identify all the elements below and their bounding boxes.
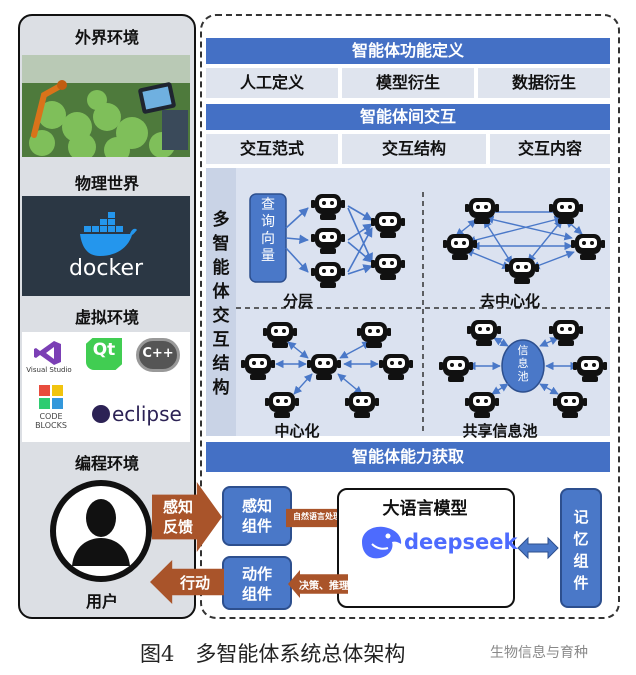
- decentralized-label: 去中心化: [479, 292, 540, 310]
- decision-label: 决策、推理: [299, 581, 349, 592]
- robot-icon: [371, 212, 405, 238]
- multi-agent-system-frame: [200, 14, 620, 619]
- virtual-env-label: 虚拟环境: [74, 308, 139, 327]
- info-pool-ellipse: [501, 339, 545, 393]
- qt-icon: [86, 338, 122, 370]
- robot-icon: [467, 320, 501, 346]
- shared-pool-label: 共享信息池: [462, 422, 538, 440]
- robot-icon: [553, 392, 587, 418]
- robot-icon: [357, 322, 391, 348]
- info-pool-label: 信息池: [517, 344, 529, 383]
- capability-header: 智能体能力获取: [206, 442, 610, 472]
- perception-feedback-label: 感知反馈: [162, 498, 193, 536]
- watermark-text: 生物信息与育种: [490, 645, 588, 661]
- deepseek-logo-text: deepseek: [404, 530, 518, 554]
- centralized-label: 中心化: [274, 422, 320, 440]
- robot-icon: [505, 258, 539, 284]
- decision-arrow: [288, 570, 348, 598]
- cpp-label: C++: [142, 346, 174, 361]
- multi-agent-structure-label: 多智能体交互结构: [212, 210, 230, 398]
- human-def-cell: 人工定义: [206, 68, 338, 98]
- robot-icon: [307, 354, 341, 380]
- robot-icon: [573, 356, 607, 382]
- structure-cell: 交互结构: [342, 134, 486, 164]
- visual-studio-icon: [34, 341, 61, 365]
- data-derived-cell: 数据衍生: [478, 68, 610, 98]
- structure-side-label-bg: [206, 168, 236, 436]
- layered-label: 分层: [282, 292, 313, 310]
- robot-icon: [571, 234, 605, 260]
- user-avatar-icon: [50, 480, 152, 582]
- perception-component-box: 感知组件: [222, 486, 292, 546]
- robot-icon: [443, 234, 477, 260]
- nlp-label: 自然语言处理: [293, 511, 341, 521]
- user-label: 用户: [85, 592, 118, 611]
- memory-component-box: 记忆组件: [560, 488, 602, 608]
- visual-studio-label: Visual Studio: [26, 366, 72, 374]
- deepseek-whale-icon: [362, 526, 402, 559]
- docker-text: docker: [68, 256, 144, 281]
- robot-icon: [265, 392, 299, 418]
- robot-icon: [549, 320, 583, 346]
- programming-env-label: 编程环境: [74, 454, 139, 473]
- llm-title: 大语言模型: [382, 499, 468, 519]
- interaction-header: 智能体间交互: [206, 104, 610, 130]
- robot-icon: [371, 254, 405, 280]
- robot-icon: [345, 392, 379, 418]
- code-blocks-icon: [39, 385, 63, 409]
- external-env-label: 外界环境: [74, 28, 139, 47]
- eclipse-icon: [92, 405, 110, 423]
- query-vector-label: 查询向量: [261, 197, 275, 264]
- llm-memory-double-arrow: [517, 536, 559, 560]
- robot-icon: [465, 392, 499, 418]
- action-label: 行动: [179, 574, 210, 592]
- physical-world-label: 物理世界: [74, 174, 139, 193]
- figure-caption: 图4 多智能体系统总体架构: [140, 642, 406, 666]
- robot-icon: [439, 356, 473, 382]
- robot-icon: [241, 354, 275, 380]
- qt-label: Qt: [92, 340, 116, 360]
- paradigm-cell: 交互范式: [206, 134, 338, 164]
- robot-icon: [263, 322, 297, 348]
- func-def-header: 智能体功能定义: [206, 38, 610, 64]
- action-component-box: 动作组件: [222, 556, 292, 610]
- docker-whale-icon: [80, 212, 137, 256]
- robot-icon: [311, 228, 345, 254]
- model-derived-cell: 模型衍生: [342, 68, 474, 98]
- code-blocks-label: CODE BLOCKS: [35, 412, 67, 430]
- robot-icon: [311, 194, 345, 220]
- cpp-icon: [136, 338, 180, 372]
- greenhouse-robot-image: [22, 55, 190, 157]
- content-cell: 交互内容: [490, 134, 610, 164]
- robot-icon: [311, 262, 345, 288]
- eclipse-label: eclipse: [112, 402, 182, 426]
- structure-diagram: [236, 192, 610, 432]
- robot-icon: [379, 354, 413, 380]
